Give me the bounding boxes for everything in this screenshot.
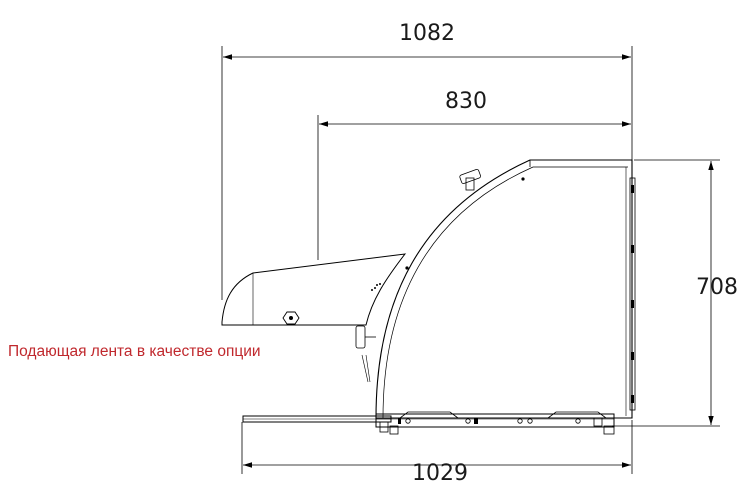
dimension-overall-length: 1082 — [221, 21, 633, 300]
feed-belt-annotation: Подающая лента в качестве опции — [8, 343, 261, 360]
dimension-base-length: 1029 — [241, 420, 633, 486]
machine-rear-plate — [629, 177, 636, 411]
base-frame — [375, 411, 615, 435]
feed-belt — [242, 415, 392, 433]
dimension-label-height: 708 — [696, 275, 738, 300]
machine-side-view — [221, 159, 636, 435]
dimension-label-hood-length: 830 — [445, 89, 487, 114]
dimension-height: 708 — [612, 159, 738, 427]
dimension-hood-length: 830 — [317, 89, 631, 260]
top-knob — [459, 168, 481, 191]
hood-knob — [282, 311, 300, 325]
dimension-label-overall-length: 1082 — [399, 21, 455, 46]
feed-hood — [221, 253, 407, 326]
machine-housing — [371, 159, 633, 419]
dimension-label-base-length: 1029 — [412, 461, 468, 486]
side-knob — [355, 325, 376, 383]
